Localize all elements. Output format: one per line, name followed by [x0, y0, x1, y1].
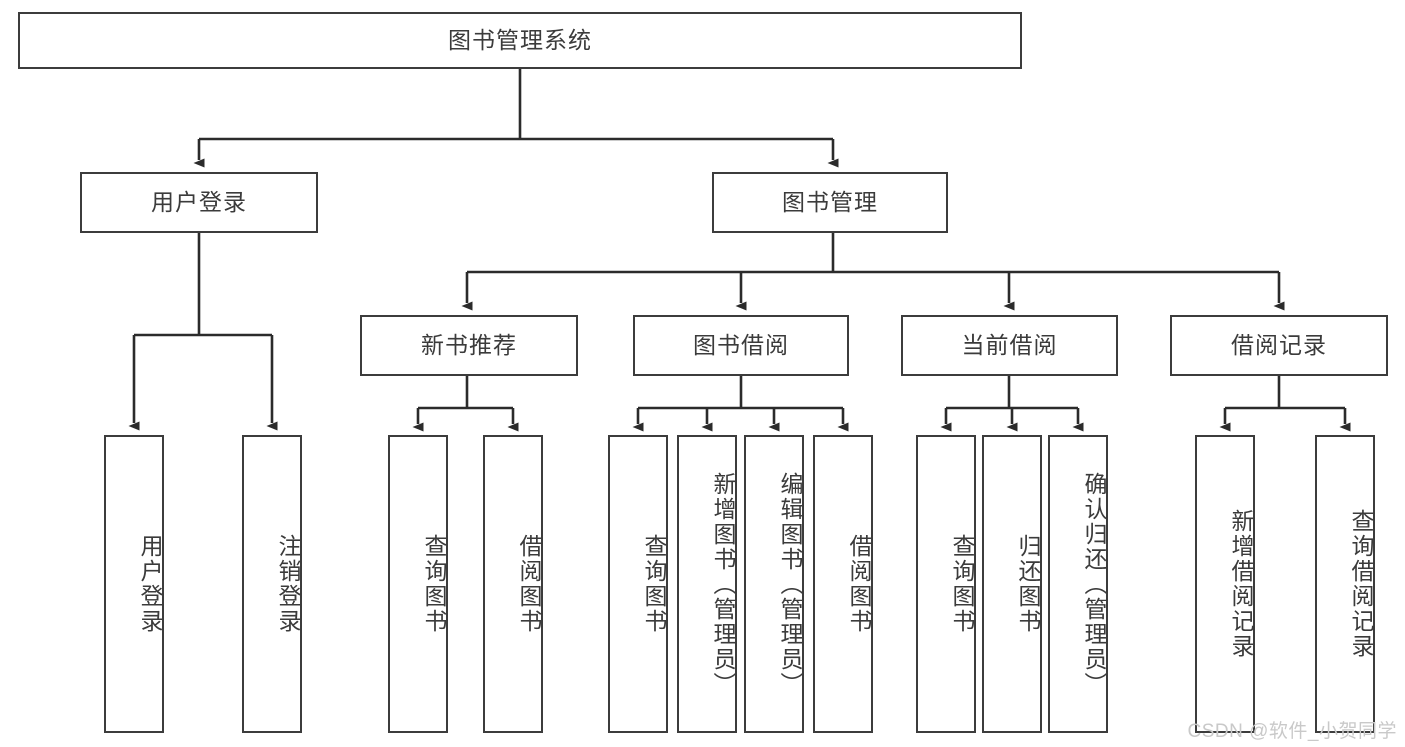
watermark: CSDN @软件_小贺同学	[1187, 721, 1397, 742]
leaf-query-book-2[interactable]: 查询图书	[608, 435, 668, 733]
node-current-borrow[interactable]: 当前借阅	[901, 315, 1118, 376]
node-book-manage-label: 图书管理	[782, 188, 878, 215]
leaf-query-book-3-label: 查询图书	[949, 534, 975, 634]
node-new-book-recommend-label: 新书推荐	[421, 331, 517, 358]
leaf-borrow-book-1[interactable]: 借阅图书	[483, 435, 543, 733]
node-user-login-label: 用户登录	[151, 188, 247, 215]
leaf-query-record[interactable]: 查询借阅记录	[1315, 435, 1375, 733]
leaf-user-login[interactable]: 用户登录	[104, 435, 164, 733]
leaf-edit-book[interactable]: 编辑图书（管理员）	[744, 435, 804, 733]
leaf-return-book-label: 归还图书	[1015, 534, 1041, 634]
node-current-borrow-label: 当前借阅	[961, 331, 1058, 358]
leaf-query-book-1-label: 查询图书	[421, 534, 447, 634]
leaf-query-record-label: 查询借阅记录	[1348, 509, 1374, 659]
leaf-return-book[interactable]: 归还图书	[982, 435, 1042, 733]
node-book-borrow-label: 图书借阅	[693, 331, 789, 358]
leaf-query-book-1[interactable]: 查询图书	[388, 435, 448, 733]
leaf-confirm-return[interactable]: 确认归还（管理员）	[1048, 435, 1108, 733]
node-new-book-recommend[interactable]: 新书推荐	[360, 315, 578, 376]
leaf-edit-book-label: 编辑图书（管理员）	[777, 471, 803, 697]
leaf-add-book-label: 新增图书（管理员）	[710, 471, 736, 697]
leaf-logout[interactable]: 注销登录	[242, 435, 302, 733]
node-book-manage[interactable]: 图书管理	[712, 172, 948, 233]
node-user-login[interactable]: 用户登录	[80, 172, 318, 233]
leaf-borrow-book-1-label: 借阅图书	[516, 534, 542, 634]
leaf-add-record[interactable]: 新增借阅记录	[1195, 435, 1255, 733]
leaf-borrow-book-2[interactable]: 借阅图书	[813, 435, 873, 733]
node-book-borrow[interactable]: 图书借阅	[633, 315, 849, 376]
leaf-logout-label: 注销登录	[275, 534, 301, 634]
leaf-borrow-book-2-label: 借阅图书	[846, 534, 872, 634]
leaf-confirm-return-label: 确认归还（管理员）	[1081, 471, 1107, 697]
node-root[interactable]: 图书管理系统	[18, 12, 1022, 69]
leaf-add-record-label: 新增借阅记录	[1228, 509, 1254, 659]
leaf-user-login-label: 用户登录	[137, 534, 163, 634]
node-root-label: 图书管理系统	[448, 26, 592, 53]
leaf-query-book-3[interactable]: 查询图书	[916, 435, 976, 733]
leaf-add-book[interactable]: 新增图书（管理员）	[677, 435, 737, 733]
node-borrow-record-label: 借阅记录	[1231, 331, 1327, 358]
node-borrow-record[interactable]: 借阅记录	[1170, 315, 1388, 376]
leaf-query-book-2-label: 查询图书	[641, 534, 667, 634]
